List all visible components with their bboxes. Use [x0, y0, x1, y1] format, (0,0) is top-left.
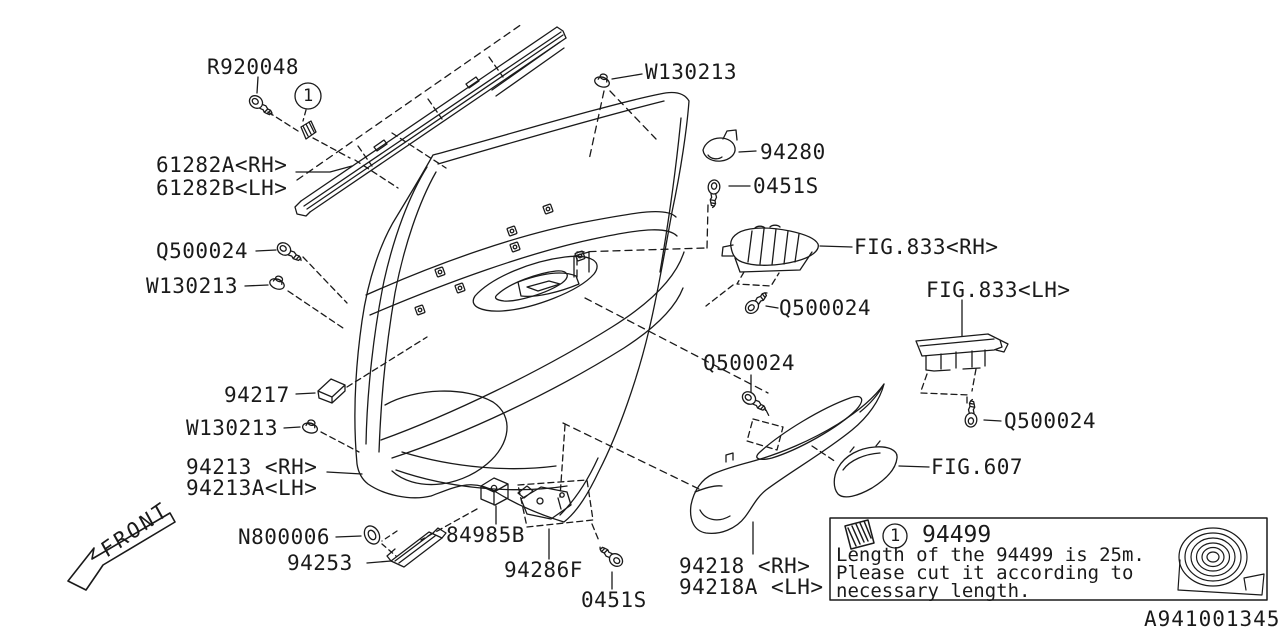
lower-garnish-94218	[689, 383, 885, 555]
callout-94217: 94217	[224, 383, 290, 407]
fig833-locator-dashes	[576, 204, 709, 278]
bracket-94286f-icon	[517, 424, 600, 560]
balloon-1-icon	[294, 82, 322, 140]
callout-94218a-lh: 94218A <LH>	[679, 575, 824, 599]
fig833-lh-bracket	[915, 299, 1009, 405]
callout-fig833-rh: FIG.833<RH>	[854, 235, 999, 259]
leader-94213	[326, 471, 363, 475]
belt-molding-61282	[294, 23, 567, 217]
fig833-rh-switch-panel	[705, 224, 853, 307]
lamp-94217-icon	[295, 336, 428, 404]
clip-w130213-lower-left-icon	[283, 417, 360, 453]
legend-hatch-icon	[844, 519, 875, 550]
callout-94213a-lh: 94213A<LH>	[186, 476, 318, 500]
callout-r920048: R920048	[207, 55, 300, 79]
callout-fig607: FIG.607	[931, 455, 1024, 479]
screw-q500024-upper-left-icon	[255, 239, 348, 304]
leader-61282	[295, 165, 353, 173]
callout-94218-rh: 94218 <RH>	[679, 554, 811, 578]
door-trim-panel-94213	[295, 91, 690, 523]
legend-balloon-icon	[882, 523, 908, 549]
long-locator-dashes	[562, 297, 769, 490]
callout-n800006: N800006	[238, 525, 331, 549]
callout-w130213-ll: W130213	[186, 416, 279, 440]
callout-q500024-fr: Q500024	[1004, 409, 1097, 433]
clip-w130213-mid-left-icon	[244, 273, 344, 329]
callout-94286f: 94286F	[504, 558, 583, 582]
callout-61282a-rh: 61282A<RH>	[156, 153, 288, 177]
balloon-1-number: 1	[303, 86, 314, 106]
callout-84985b: 84985B	[446, 523, 525, 547]
clip-w130213-top-icon	[588, 71, 657, 161]
callout-94253: 94253	[287, 551, 353, 575]
screw-q500024-far-right-icon	[963, 398, 1002, 429]
legend-line-1: Length of the 94499 is 25m.	[836, 544, 1145, 566]
screw-q500024-mid-right-icon	[742, 288, 779, 317]
legend-box	[829, 517, 1268, 601]
callout-w130213-ml: W130213	[146, 274, 239, 298]
tweeter-94280-icon	[702, 129, 757, 162]
drawing-number: A941001345	[1144, 607, 1280, 631]
screw-0451s-upper-icon	[705, 178, 751, 209]
screw-0451s-lower-icon	[595, 541, 626, 590]
legend-line-3: necessary length.	[836, 580, 1031, 602]
screw-r920048-icon	[246, 76, 351, 159]
grommet-n800006-icon	[335, 525, 398, 557]
legend-balloon-number: 1	[890, 526, 901, 546]
callout-94280: 94280	[760, 140, 826, 164]
callout-w130213-top: W130213	[645, 60, 738, 84]
legend-part-number: 94499	[922, 522, 992, 548]
front-arrow-icon	[67, 512, 176, 591]
callout-0451s-lower: 0451S	[581, 588, 647, 612]
strip-94253-icon	[366, 527, 447, 568]
callout-q500024-center: Q500024	[703, 351, 796, 375]
legend-line-2: Please cut it according to	[836, 562, 1134, 584]
tape-piece-icon	[300, 120, 317, 140]
legend-tape-roll-icon	[1177, 527, 1265, 596]
callout-fig833-lh: FIG.833<LH>	[926, 278, 1071, 302]
callout-q500024-ul: Q500024	[156, 239, 249, 263]
screw-q500024-center-icon	[739, 374, 784, 451]
fig607-pad	[833, 440, 930, 498]
callout-0451s-upper: 0451S	[753, 174, 819, 198]
callout-61282b-lh: 61282B<LH>	[156, 176, 288, 200]
callout-94213-rh: 94213 <RH>	[186, 455, 318, 479]
callout-q500024-mr: Q500024	[779, 296, 872, 320]
